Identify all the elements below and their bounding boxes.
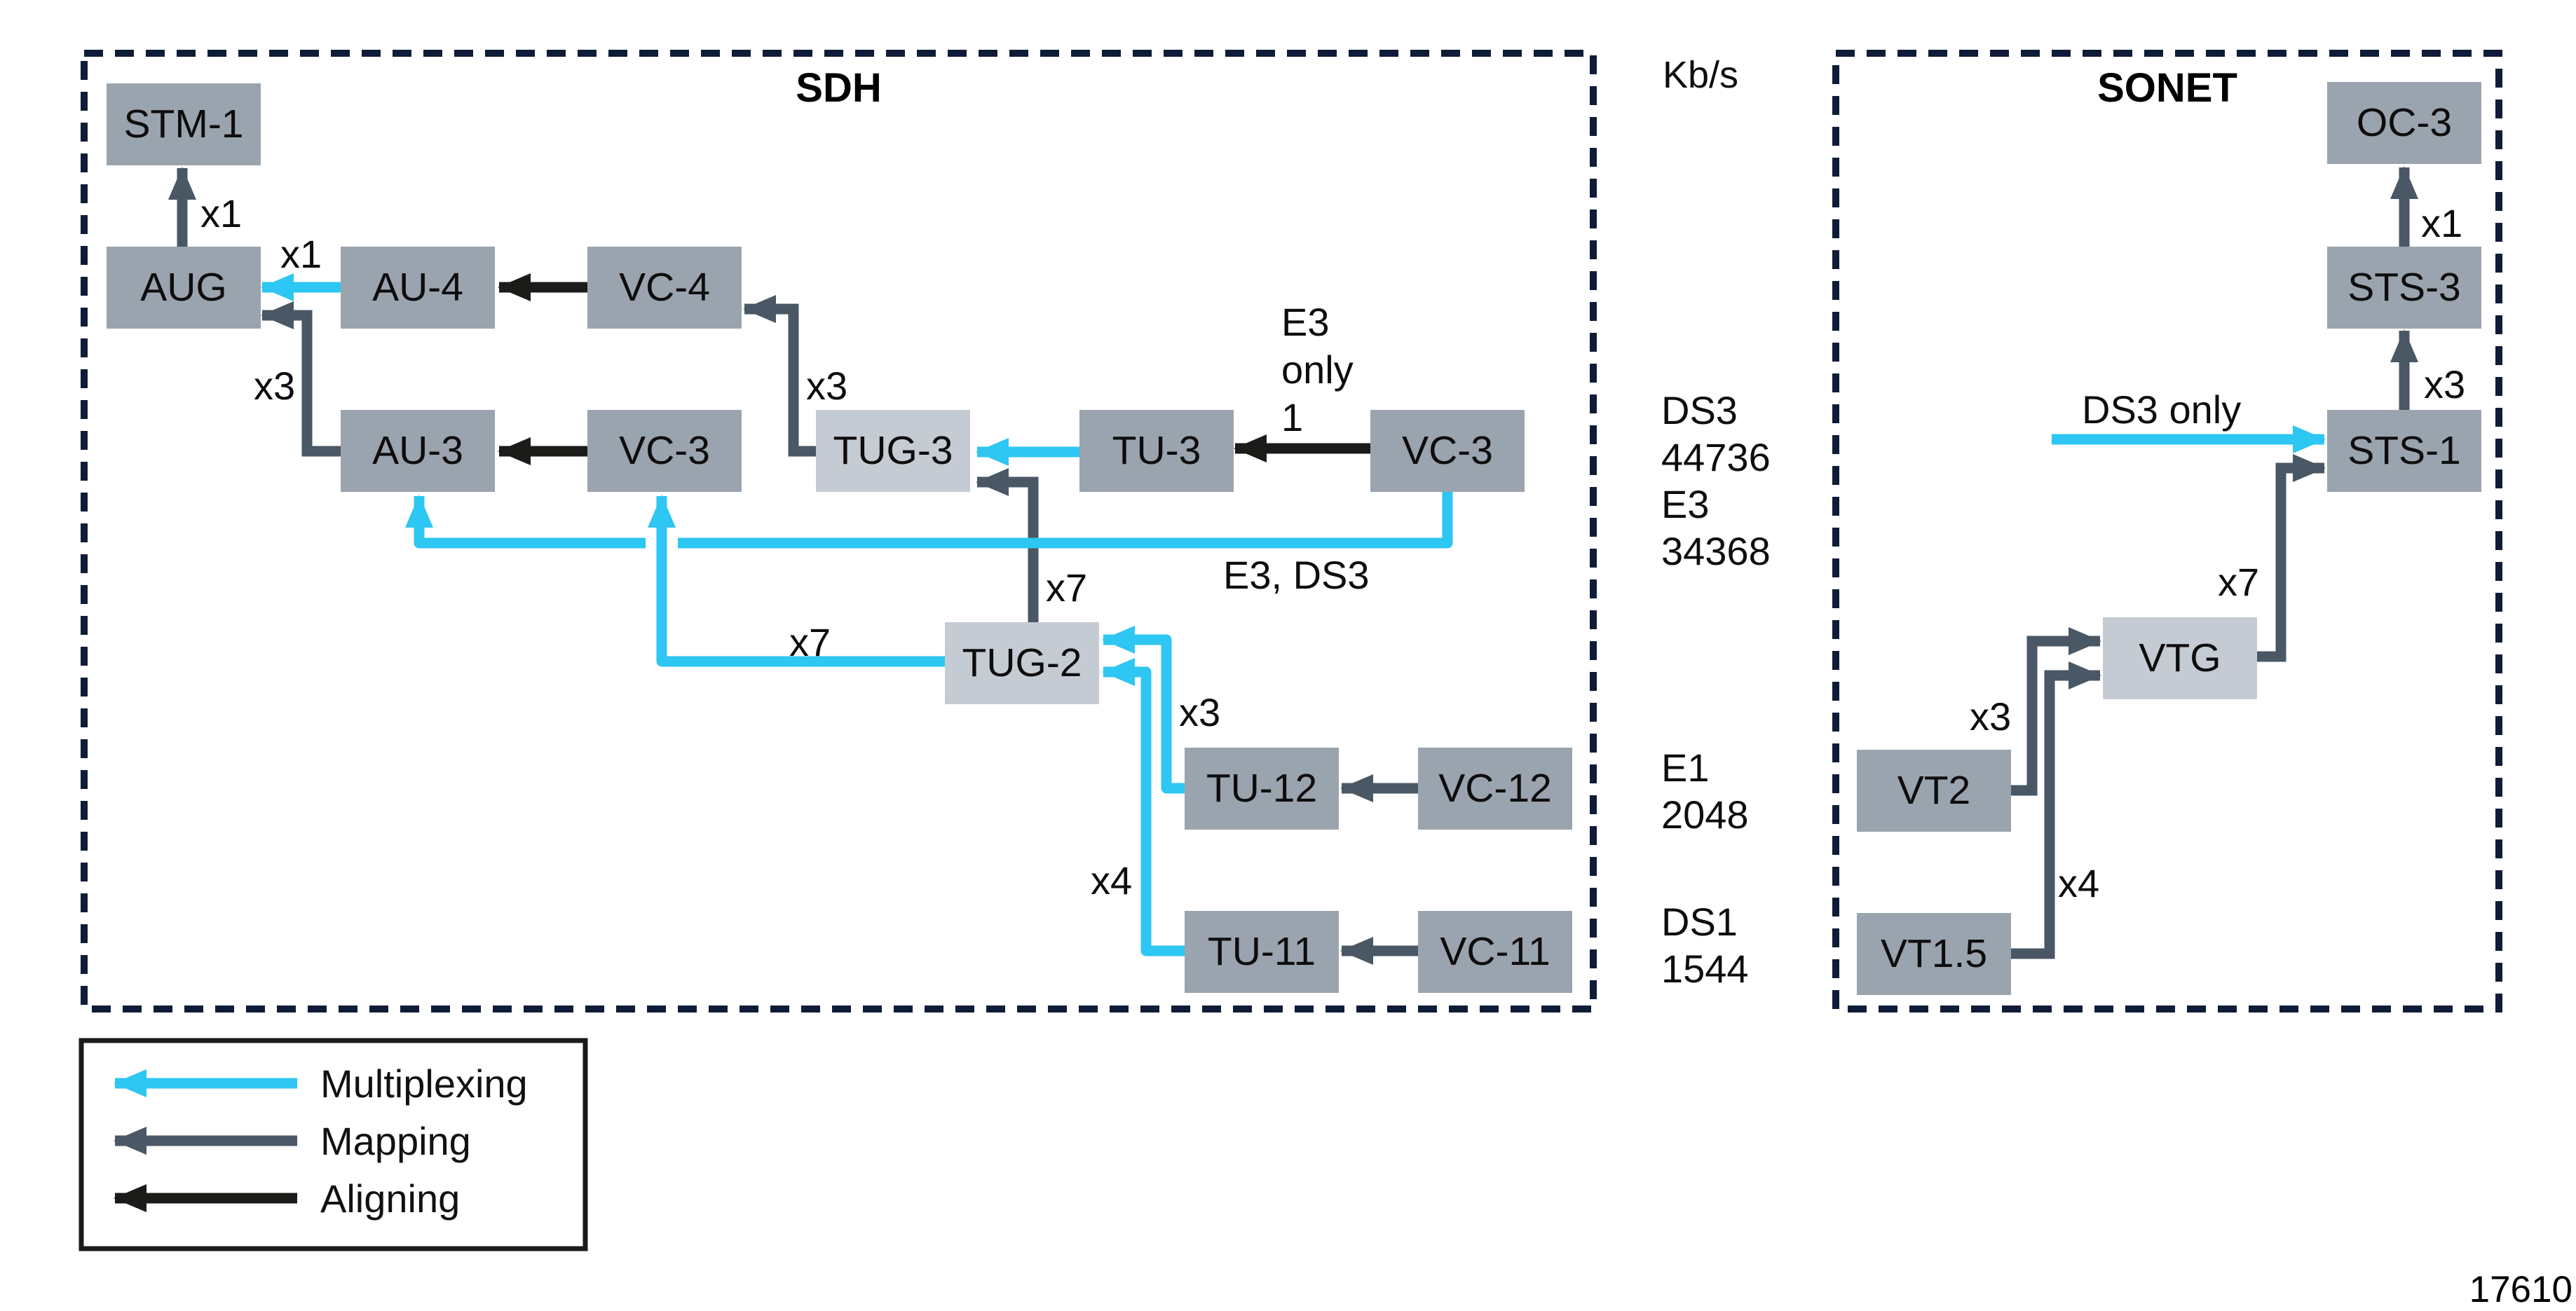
- node-vc11: VC-11: [1418, 911, 1572, 993]
- node-vt15: VT1.5: [1857, 913, 2011, 995]
- rate-ds3-e3: DS3 44736 E3 34368: [1661, 388, 1771, 573]
- node-tug3: TUG-3: [816, 410, 970, 492]
- rate-column-header: Kb/s: [1663, 54, 1739, 96]
- node-oc3: OC-3: [2327, 82, 2481, 164]
- node-tu3: TU-3: [1079, 410, 1234, 492]
- edge-tug3-to-vc4: [743, 295, 816, 457]
- label-tug2-to-vc3-x7: x7: [789, 620, 831, 664]
- label-aug-to-stm1-x1: x1: [200, 191, 243, 235]
- annotation-e3-ds3: E3, DS3: [1223, 553, 1370, 597]
- node-vc3-right: VC-3: [1370, 410, 1525, 492]
- figure-number: 17610: [2469, 1269, 2572, 1310]
- node-aug: AUG: [107, 247, 261, 329]
- node-vc12: VC-12: [1418, 748, 1572, 830]
- label-tu12-to-tug2-x3: x3: [1179, 690, 1221, 734]
- node-vc3-left: VC-3: [587, 410, 742, 492]
- label-au4-to-aug-x1: x1: [280, 232, 322, 276]
- rate-ds1: DS1 1544: [1661, 900, 1749, 991]
- sdh-title: SDH: [796, 65, 882, 111]
- label-vt2-to-vtg-x3: x3: [1970, 694, 2012, 739]
- rate-e1: E1 2048: [1661, 746, 1749, 837]
- node-vc4: VC-4: [587, 247, 742, 329]
- label-tu11-to-tug2-x4: x4: [1091, 858, 1133, 902]
- sdh-frame: [81, 50, 1597, 1013]
- label-vt15-to-vtg-x4: x4: [2058, 861, 2100, 905]
- edge-vt15-to-vtg: [2011, 661, 2101, 959]
- annotation-ds3-only: DS3 only: [2082, 387, 2242, 432]
- legend-label-aligning: Aligning: [320, 1176, 461, 1221]
- node-sts1: STS-1: [2327, 410, 2481, 492]
- node-tu11: TU-11: [1185, 911, 1339, 993]
- label-sts1-to-sts3-x3: x3: [2424, 362, 2466, 406]
- node-au3: AU-3: [341, 410, 495, 492]
- node-vt2: VT2: [1857, 750, 2011, 832]
- node-tu12: TU-12: [1185, 748, 1339, 830]
- label-sts3-to-oc3-x1: x1: [2421, 201, 2463, 245]
- node-tug2: TUG-2: [945, 622, 1099, 704]
- label-vtg-to-sts1-x7: x7: [2218, 560, 2260, 604]
- legend-frame: [79, 1038, 588, 1251]
- edge-tu11-to-tug2: [1102, 658, 1185, 956]
- label-tug3-to-vc4-x3: x3: [806, 364, 848, 408]
- sonet-title: SONET: [2097, 65, 2237, 111]
- legend-label-mapping: Mapping: [320, 1119, 471, 1163]
- node-vtg: VTG: [2103, 617, 2257, 699]
- edge-vt2-to-vtg: [2011, 627, 2101, 796]
- edge-vtg-to-sts1: [2257, 454, 2326, 662]
- edge-tug2-to-tug3: [976, 468, 1039, 622]
- edge-tug2-to-vc3: [648, 495, 945, 667]
- label-tug2-to-tug3-x7: x7: [1046, 565, 1088, 610]
- label-au3-to-aug-x3: x3: [254, 364, 296, 408]
- sonet-frame: [1832, 50, 2502, 1013]
- annotation-e3-only: E3 only 1: [1281, 300, 1354, 439]
- node-au4: AU-4: [341, 247, 495, 329]
- legend-label-multiplexing: Multiplexing: [320, 1062, 528, 1106]
- edge-tu12-to-tug2: [1102, 626, 1185, 794]
- node-stm1: STM-1: [107, 83, 261, 165]
- edge-au3-to-aug: [261, 301, 341, 457]
- node-sts3: STS-3: [2327, 247, 2481, 329]
- edge-vc3-e3ds3-to-au3: [405, 492, 1453, 549]
